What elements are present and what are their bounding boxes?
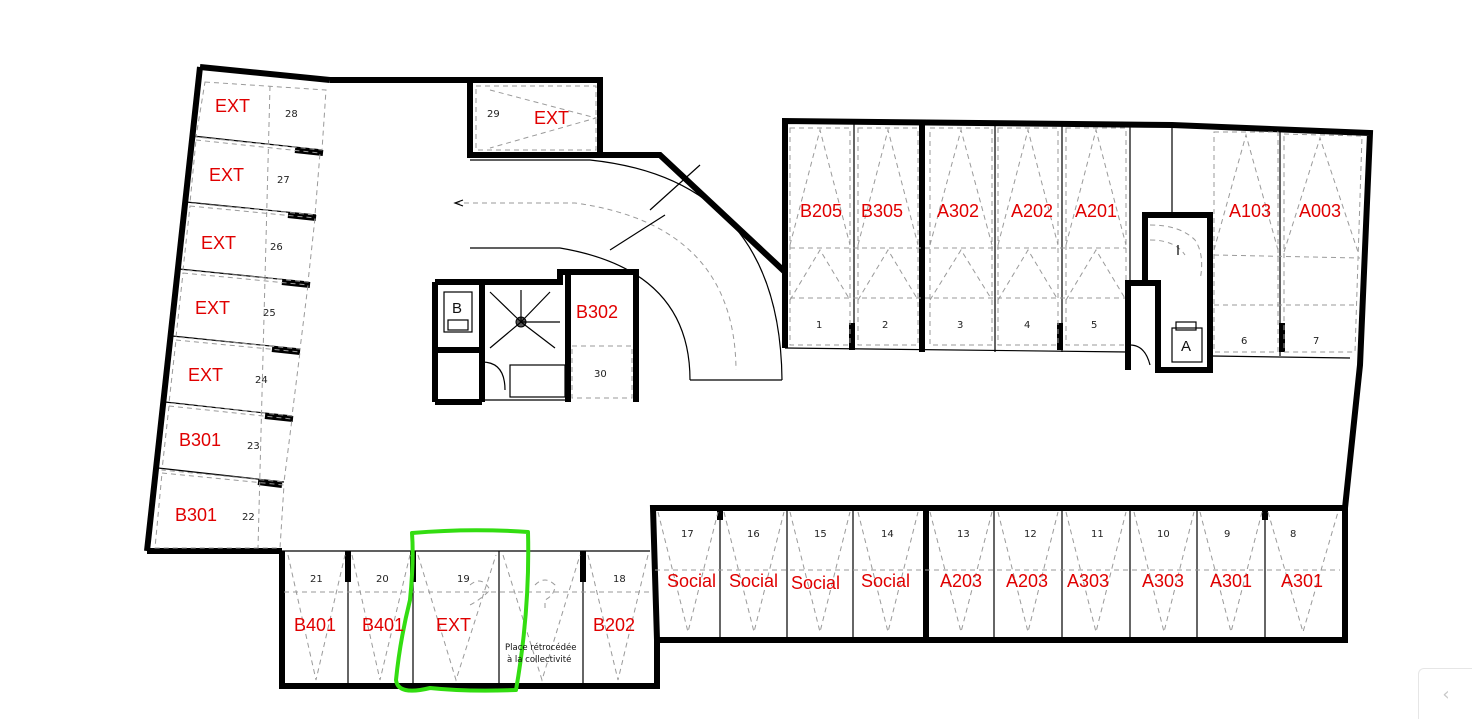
outer-walls — [144, 64, 1374, 689]
space-number: 18 — [613, 574, 626, 585]
space-number: 3 — [957, 320, 963, 331]
space-number: 15 — [814, 529, 827, 540]
space-label: EXT — [209, 165, 244, 185]
space-label: A301 — [1210, 571, 1252, 591]
chevron-left-icon[interactable]: ‹ — [1418, 668, 1472, 719]
space-label: EXT — [201, 233, 236, 253]
space-number: 16 — [747, 529, 760, 540]
space-label: EXT — [534, 108, 569, 128]
space-label: A003 — [1299, 201, 1341, 221]
space-number: 19 — [457, 574, 470, 585]
space-number: 17 — [681, 529, 694, 540]
space-label: B301 — [175, 505, 217, 525]
space-label: B305 — [861, 201, 903, 221]
space-label: EXT — [215, 96, 250, 116]
space-label: EXT — [436, 615, 471, 635]
space-label: A103 — [1229, 201, 1271, 221]
space-label: Social — [667, 571, 716, 591]
top-right-bays — [784, 124, 1363, 359]
space-number: 20 — [376, 574, 389, 585]
space-label: A303 — [1142, 571, 1184, 591]
space-label: Social — [861, 571, 910, 591]
space-numbers: 1 2 3 4 5 6 7 8 9 10 11 12 13 14 15 16 1… — [242, 109, 1319, 585]
space-label: A303 — [1067, 571, 1109, 591]
space-label: Social — [729, 571, 778, 591]
left-wing-bays — [154, 81, 327, 549]
space-label: EXT — [195, 298, 230, 318]
stair-a-block — [1125, 212, 1213, 373]
space-number: 28 — [285, 109, 298, 120]
stair-b-block — [432, 269, 639, 405]
space-label: B301 — [179, 430, 221, 450]
space-label: A203 — [1006, 571, 1048, 591]
space-number: 9 — [1224, 529, 1230, 540]
space-number: 4 — [1024, 320, 1030, 331]
space-number: 7 — [1313, 336, 1319, 347]
space-labels: B205 B305 A302 A202 A201 A103 A003 A301 … — [175, 96, 1341, 635]
space-number: 5 — [1091, 320, 1097, 331]
space-label: B205 — [800, 201, 842, 221]
space-number: 14 — [881, 529, 894, 540]
space-number: 8 — [1290, 529, 1296, 540]
space-number: 6 — [1241, 336, 1247, 347]
space-number: 27 — [277, 175, 290, 186]
space-label: Social — [791, 573, 840, 593]
space-label: A201 — [1075, 201, 1117, 221]
space-number: 10 — [1157, 529, 1170, 540]
ramp — [453, 159, 783, 381]
space-number: 29 — [487, 109, 500, 120]
space-label: A302 — [937, 201, 979, 221]
space-number: 22 — [242, 512, 255, 523]
space-label: B401 — [362, 615, 404, 635]
space-label: B401 — [294, 615, 336, 635]
top-bay — [475, 85, 598, 151]
highlight-outline — [394, 528, 531, 693]
space-label: A301 — [1281, 571, 1323, 591]
space-number: 23 — [247, 441, 260, 452]
space-number: 26 — [270, 242, 283, 253]
space-label: A202 — [1011, 201, 1053, 221]
space-label: B202 — [593, 615, 635, 635]
space-number: 11 — [1091, 529, 1104, 540]
retroceded-note-line2: à la collectivité — [507, 654, 571, 665]
space-number: 24 — [255, 375, 268, 386]
space-label: B302 — [576, 302, 618, 322]
space-number: 1 — [816, 320, 822, 331]
stair-b-label: B — [452, 300, 462, 317]
space-number: 12 — [1024, 529, 1037, 540]
space-number: 25 — [263, 308, 276, 319]
space-number: 2 — [882, 320, 888, 331]
space-number: 21 — [310, 574, 323, 585]
space-label: A203 — [940, 571, 982, 591]
bottom-left-bays — [282, 550, 650, 684]
space-number: 30 — [594, 369, 607, 380]
stair-a-label: A — [1181, 338, 1191, 355]
space-number: 13 — [957, 529, 970, 540]
retroceded-note-line1: Place rétrocédée — [505, 642, 576, 653]
bottom-bays — [655, 508, 1340, 638]
space-label: EXT — [188, 365, 223, 385]
